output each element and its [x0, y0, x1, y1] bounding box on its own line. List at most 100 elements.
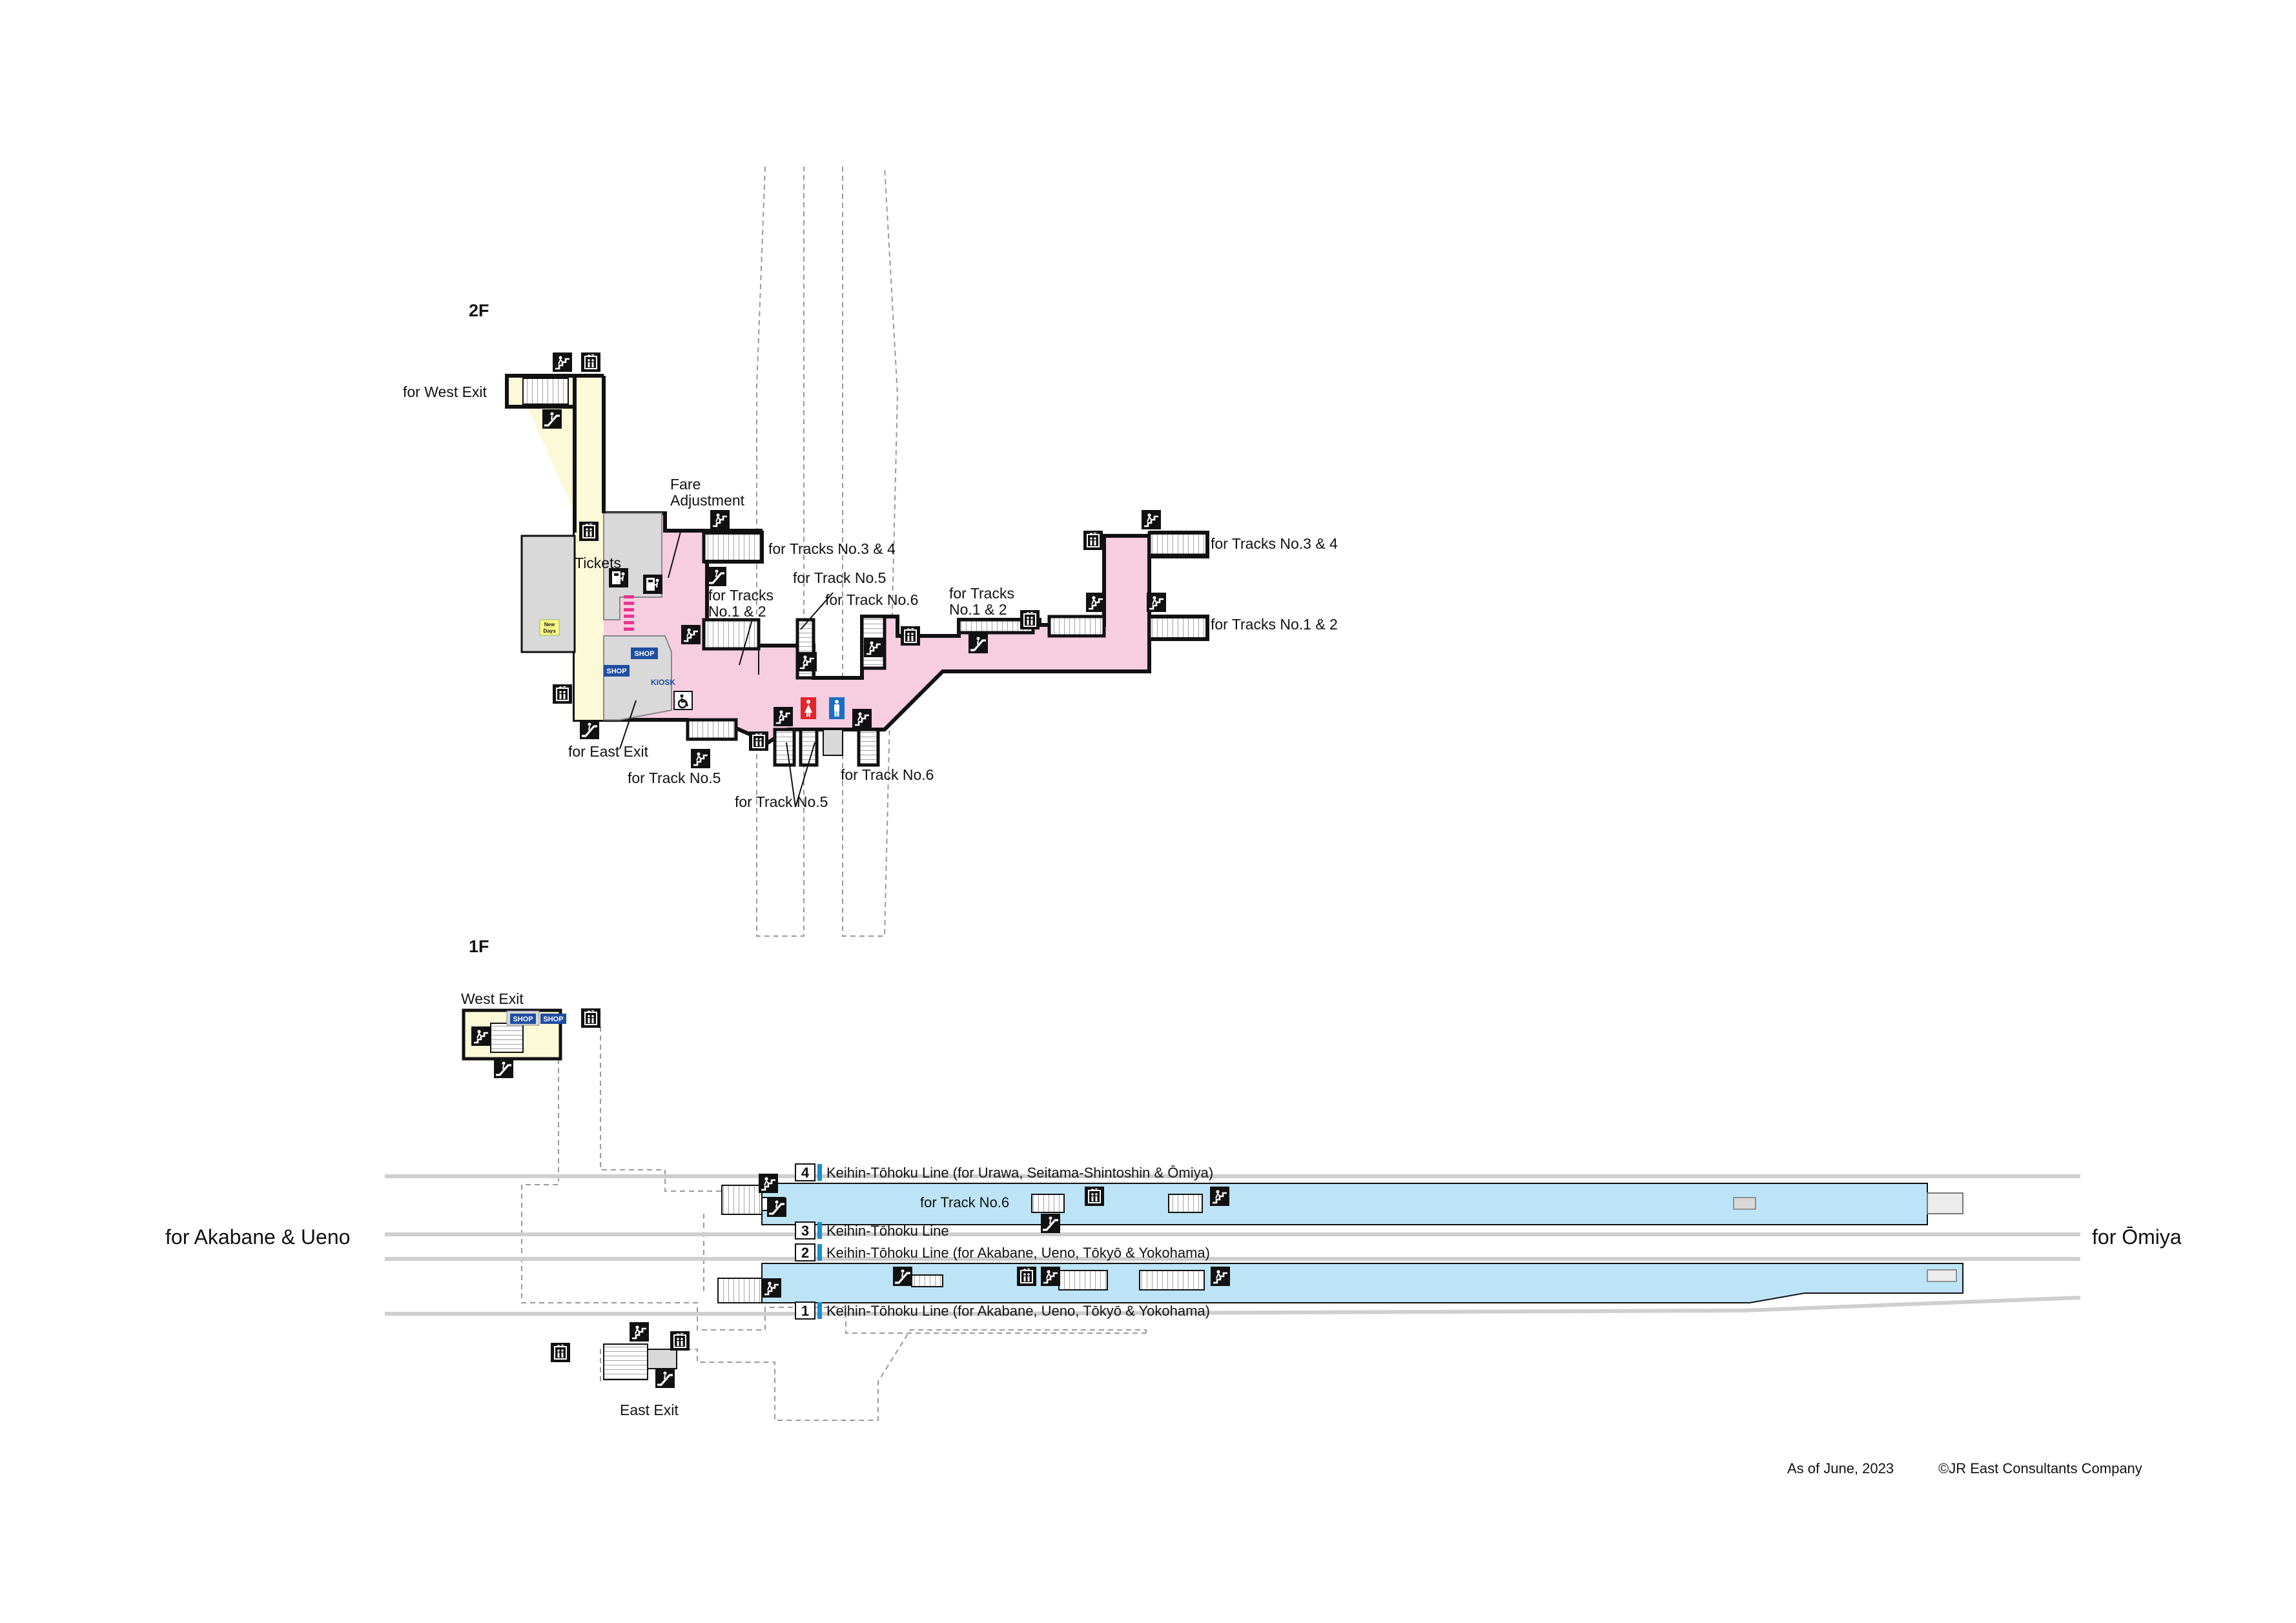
label-direction-left: for Akabane & Ueno [165, 1225, 350, 1249]
track-line-2: Keihin-Tōhoku Line (for Akabane, Ueno, T… [826, 1245, 1210, 1261]
stairs-icon [1147, 593, 1166, 612]
stairs-icon [852, 709, 872, 728]
escalator-icon [655, 1369, 675, 1388]
escalator-icon [969, 634, 988, 653]
shop-badge-2f-2 [631, 648, 658, 659]
stairs-icon [797, 652, 817, 671]
elevator-icon [901, 626, 920, 646]
label-fare-1: Fare [670, 476, 701, 493]
shop-badge-1f-1-text: SHOP [513, 1016, 533, 1023]
label-fare-2: Adjustment [670, 492, 745, 509]
ticket-machine-icon [643, 575, 662, 594]
stairs-icon [553, 352, 572, 372]
elevator-icon [749, 731, 768, 751]
stairs-icon [1142, 510, 1161, 529]
elevator-icon [581, 352, 600, 372]
label-track6-mid: for Track No.6 [825, 591, 918, 608]
shop-badge-1f-2 [540, 1014, 566, 1024]
toilet-women-icon [801, 697, 816, 719]
stairs-icon [681, 625, 701, 644]
leader-lines-2f [619, 529, 834, 808]
stairs-icon [762, 1278, 781, 1298]
stairs-icon [1211, 1267, 1230, 1286]
copyright: ©JR East Consultants Company [1938, 1460, 2142, 1476]
floor-label-1f: 1F [469, 937, 489, 956]
label-east-exit-2f: for East Exit [568, 743, 649, 760]
kiosk-label: KIOSK [651, 678, 675, 687]
stairs-icon [1210, 1187, 1229, 1206]
escalator-icon [893, 1267, 912, 1286]
ticket-strip [575, 376, 604, 720]
label-tracks12-mid-1: for Tracks [708, 587, 774, 604]
stairs-icon [471, 1026, 491, 1046]
escalator-icon [494, 1059, 513, 1078]
elevator-icon [581, 1008, 600, 1028]
label-track5-bottom: for Track No.5 [735, 793, 828, 810]
platform-upper-end [1927, 1192, 1963, 1214]
shop-badge-1f-1 [510, 1014, 536, 1024]
label-west-exit-2f: for West Exit [403, 383, 487, 400]
label-tracks34-far: for Tracks No.3 & 4 [1211, 535, 1338, 552]
stair-arm-mid34 [704, 531, 764, 564]
shop-badge-2f-2-text: SHOP [634, 650, 654, 658]
label-track5-mid: for Track No.5 [793, 569, 886, 586]
elevator-icon [1020, 610, 1040, 629]
label-track6-platform: for Track No.6 [920, 1194, 1009, 1210]
escalator-icon [767, 1198, 786, 1217]
escalator-icon [707, 567, 726, 586]
structure-outline-2f [756, 166, 899, 937]
toilet-men-icon [829, 697, 845, 719]
newdays-text-1: New [544, 622, 555, 628]
elevator-icon [1083, 531, 1103, 550]
elevator-icon [1017, 1267, 1036, 1286]
escalator-icon [580, 720, 599, 739]
label-tracks12-right-2: No.1 & 2 [949, 601, 1007, 618]
track-line-4: Keihin-Tōhoku Line (for Urawa, Seitama-S… [826, 1165, 1213, 1181]
west-exit-stairs [522, 378, 569, 405]
elevator-icon [551, 1343, 570, 1362]
shop-badge-2f-1-text: SHOP [606, 668, 626, 675]
track-number-1: 1 [801, 1303, 809, 1319]
escalator-icon [542, 409, 562, 429]
wheelchair-icon [673, 691, 693, 710]
fare-gates [624, 595, 634, 631]
track-number-3: 3 [801, 1223, 809, 1239]
track-number-2: 2 [801, 1245, 809, 1261]
shop-badge-2f-1 [604, 665, 630, 677]
rail-lines [385, 1174, 2081, 1316]
as-of-date: As of June, 2023 [1787, 1460, 1894, 1476]
elevator-icon [1085, 1187, 1104, 1206]
track-labels: 4 Keihin-Tōhoku Line (for Urawa, Seitama… [795, 1163, 1213, 1320]
stairs-icon [630, 1322, 649, 1342]
floor-label-2f: 2F [469, 301, 489, 320]
stair-arm-tracks34 [1149, 531, 1209, 558]
platform-stairs [603, 1185, 1205, 1380]
label-east-exit-1f: East Exit [620, 1402, 679, 1418]
elevator-icon [579, 522, 599, 541]
label-tracks12-far: for Tracks No.1 & 2 [1211, 616, 1338, 633]
label-tracks34-mid: for Tracks No.3 & 4 [768, 540, 896, 557]
label-west-exit-1f: West Exit [461, 990, 524, 1007]
newdays-logo [539, 619, 560, 636]
stairs-icon [691, 749, 710, 768]
structure-outline-1f [521, 1026, 1147, 1421]
newdays-text-2: Days [543, 628, 556, 634]
shop-badge-1f-2-text: SHOP [543, 1016, 563, 1023]
platform-upper-booth [1733, 1197, 1756, 1210]
stairs-icon [1086, 593, 1105, 612]
label-direction-right: for Ōmiya [2092, 1225, 2182, 1249]
track-line-3: Keihin-Tōhoku Line [826, 1223, 949, 1239]
elevator-icon [670, 1331, 690, 1351]
track-number-4: 4 [801, 1165, 810, 1181]
escalator-icon [1041, 1214, 1060, 1233]
stairs-icon [1041, 1267, 1060, 1286]
label-tickets: Tickets [575, 555, 621, 571]
stairs-icon [759, 1174, 778, 1193]
stair-arm-tracks12 [1149, 615, 1209, 641]
stairs-icon [774, 707, 793, 726]
stairs-icon [864, 638, 883, 657]
label-tracks12-mid-2: No.1 & 2 [708, 603, 766, 620]
label-track6-bottom: for Track No.6 [841, 766, 934, 783]
track-line-1: Keihin-Tōhoku Line (for Akabane, Ueno, T… [826, 1303, 1210, 1319]
